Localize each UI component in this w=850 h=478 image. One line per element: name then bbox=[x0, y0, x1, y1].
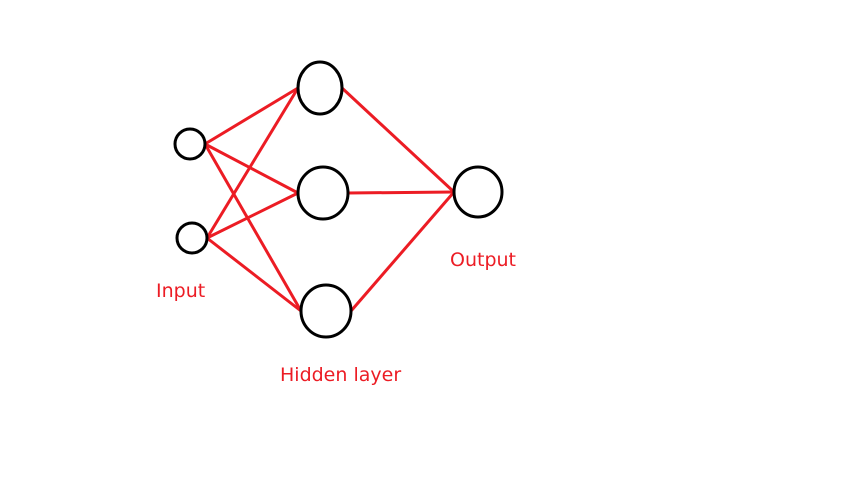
edge-i2-h3 bbox=[206, 236, 302, 313]
edge-i1-h1 bbox=[204, 86, 299, 146]
edge-i2-h2 bbox=[206, 191, 299, 240]
input-node-i2 bbox=[175, 221, 209, 255]
input-layer-label: Input bbox=[156, 280, 205, 302]
hidden-node-h3 bbox=[299, 283, 353, 339]
edges bbox=[203, 86, 456, 313]
output-node-o1 bbox=[452, 165, 504, 219]
edge-h2-o1 bbox=[347, 190, 455, 195]
edge-h3-o1 bbox=[349, 191, 456, 312]
edge-i1-h3 bbox=[203, 143, 303, 312]
edge-i1-h2 bbox=[204, 142, 299, 195]
output-layer-label: Output bbox=[450, 249, 516, 271]
edge-i2-h1 bbox=[205, 87, 300, 239]
hidden-layer-label: Hidden layer bbox=[280, 364, 401, 386]
hidden-node-h2 bbox=[296, 165, 350, 221]
edge-h1-o1 bbox=[340, 86, 456, 194]
hidden-node-h1 bbox=[296, 60, 344, 116]
input-node-i1 bbox=[173, 127, 207, 161]
nodes bbox=[173, 60, 504, 339]
